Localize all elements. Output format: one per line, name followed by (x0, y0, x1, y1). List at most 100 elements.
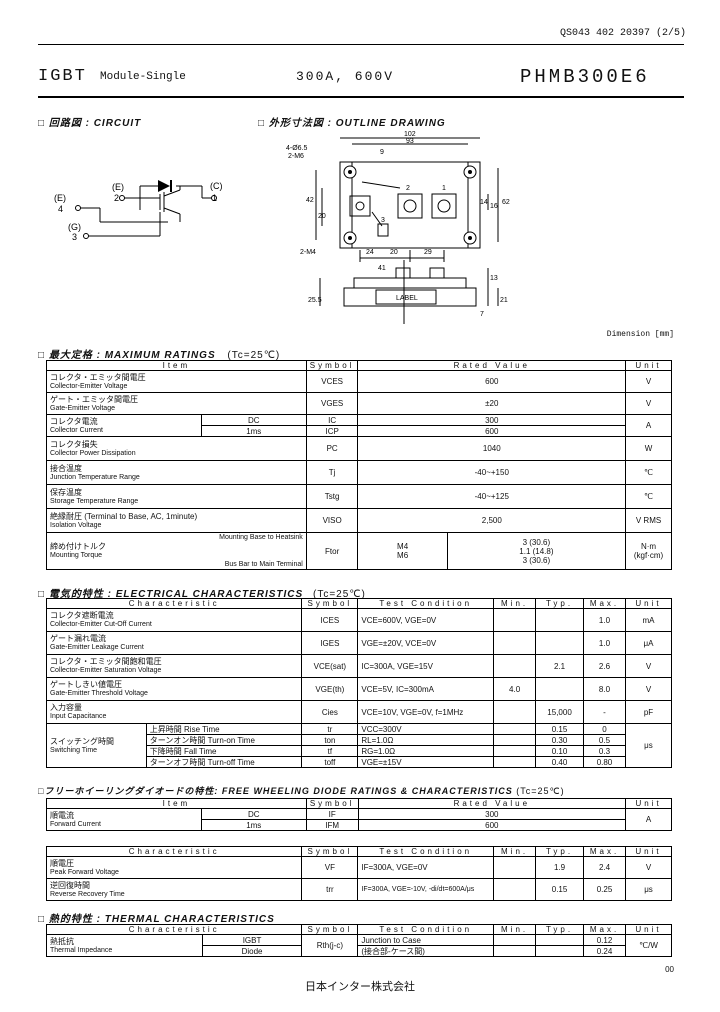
condition: VCE=10V, VGE=0V, f=1MHz (357, 700, 495, 724)
char-en: Gate-Emitter Threshold Voltage (50, 690, 148, 697)
unit: A (625, 808, 672, 831)
sub-condition: DC (200, 414, 307, 426)
circuit-c-number: 1 (212, 193, 217, 203)
max-header-unit: Unit (625, 360, 672, 371)
condition: VGE=±15V (357, 756, 495, 768)
symbol: trr (301, 878, 359, 901)
max: 0.12 (583, 934, 626, 946)
symbol: IF (305, 808, 359, 820)
switching-jp: スイッチング時間 (50, 736, 114, 746)
max: 0.3 (583, 745, 626, 757)
circuit-e-number: 4 (58, 204, 63, 214)
symbol: ton (301, 734, 359, 746)
rating-summary: 300A, 600V (296, 69, 395, 84)
fwdc-header-typ: Typ. (535, 846, 585, 857)
item-jp: コレクタ電流 (50, 416, 98, 426)
dim-102: 102 (404, 131, 416, 138)
th-header-max: Max. (583, 924, 626, 935)
circuit-section-title: □ 回路図 : CIRCUIT (38, 118, 142, 129)
max: 2.4 (583, 856, 626, 879)
value: 600 (357, 370, 627, 393)
unit: W (625, 436, 672, 461)
switching-en: Switching Time (50, 746, 98, 754)
typ (535, 945, 585, 957)
torque-heatsink: Mounting Base to Heatsink (219, 534, 303, 541)
torque-v3: 3 (30.6) (522, 555, 551, 565)
value: 600 (357, 425, 627, 437)
fwd-label: □フリーホイーリングダイオードの特性: FREE WHEELING DIODE … (38, 786, 513, 796)
condition: VGE=±20V, VCE=0V (357, 631, 495, 655)
value: -40~+150 (357, 460, 627, 485)
circuit-e2-number: 2 (114, 193, 119, 203)
item-en: Junction Temperature Range (50, 473, 140, 481)
item-jp: 絶縁耐圧 (Terminal to Base, AC, 1minute) (50, 511, 198, 521)
circuit-g-label: (G) (68, 222, 81, 232)
unit: V (624, 654, 673, 678)
char-en: Peak Forward Voltage (50, 868, 119, 876)
symbol: Tstg (305, 484, 359, 509)
symbol: toff (301, 756, 359, 768)
max: 8.0 (583, 677, 626, 701)
min: 4.0 (493, 677, 537, 701)
max-header-item: Item (46, 360, 307, 371)
elec-header-typ: Typ. (535, 598, 584, 609)
circuit-e-label: (E) (54, 193, 66, 203)
condition: VCE=5V, IC=300mA (357, 677, 495, 701)
fwdc-header-unit: Unit (624, 846, 673, 857)
terminal-3: 3 (381, 217, 385, 224)
th-header-typ: Typ. (535, 924, 585, 935)
item-jp: 締め付けトルク (50, 542, 106, 551)
unit: ℃/W (624, 934, 673, 957)
dim-42: 42 (306, 197, 314, 204)
table-row: 絶縁耐圧 (Terminal to Base, AC, 1minute)Isol… (46, 508, 672, 533)
item-jp: ゲート・エミッタ間電圧 (50, 394, 138, 404)
th-header-min: Min. (493, 924, 537, 935)
char-en: Reverse Recovery Time (50, 890, 125, 898)
typ: 2.1 (535, 654, 584, 678)
unit: V (625, 370, 672, 393)
value: -40~+125 (357, 484, 627, 509)
max-ratings-label: □ 最大定格 : MAXIMUM RATINGS (38, 350, 216, 361)
symbol: PC (305, 436, 359, 461)
symbol: VGES (305, 392, 359, 415)
condition: Junction to Case (357, 934, 495, 946)
unit: V RMS (625, 508, 672, 533)
char-jp: 順電圧 (50, 858, 74, 868)
dim-25-5: 25.5 (308, 297, 322, 304)
item-jp: 保存温度 (50, 487, 82, 497)
dim-m4: 2-M4 (300, 249, 316, 256)
page-code: 00 (665, 965, 674, 974)
min (493, 608, 537, 632)
typ (535, 677, 584, 701)
terminal-2: 2 (406, 185, 410, 192)
max: 0.25 (583, 878, 626, 901)
sub-condition: 1ms (200, 819, 307, 831)
dim-14: 14 (480, 199, 488, 206)
fwdc-header-char: Characteristic (45, 846, 303, 857)
dim-62: 62 (502, 199, 510, 206)
dim-20: 20 (318, 213, 326, 220)
min (493, 723, 537, 735)
char-jp: 入力容量 (50, 703, 82, 712)
thermal-table: Characteristic Symbol Test Condition Min… (45, 924, 673, 957)
unit: μA (624, 631, 673, 655)
fwd-header-item: Item (46, 798, 307, 809)
document-number: QS043 402 20397 (2/5) (559, 28, 686, 39)
min (493, 631, 537, 655)
torque-v1: 3 (30.6) (522, 537, 551, 547)
unit: A (625, 414, 672, 437)
symbol: IC (305, 414, 359, 426)
value: 600 (357, 819, 627, 831)
torque-v2: 1.1 (14.8) (519, 546, 554, 556)
electrical-condition: (Tc=25℃) (312, 589, 366, 600)
symbol: tf (301, 745, 359, 757)
